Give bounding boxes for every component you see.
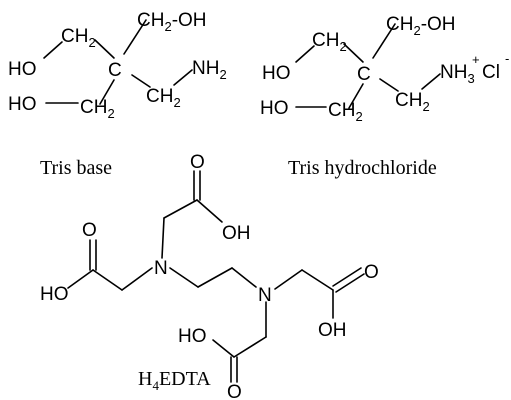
methylene-label: CH [395,90,422,111]
bond [231,267,257,288]
bond [169,267,199,288]
svg-text:CH2: CH2 [395,90,430,114]
bond [233,336,267,358]
bond [67,269,94,289]
bond [196,199,223,223]
methylene-label: CH [137,10,164,31]
methylene-label: CH [61,26,88,47]
central-carbon-label: C [357,64,371,85]
bond [343,43,364,63]
methylene-label: CH [386,14,413,35]
bond [173,69,193,86]
svg-text:NH2: NH2 [192,58,227,82]
hydroxyl-label: HO [8,94,37,115]
bond [121,267,153,291]
hydroxyl-label: OH [318,320,347,341]
h4edta-structure: O OH O HO N N O OH HO O [40,152,379,400]
svg-text:CH2: CH2 [146,86,181,110]
bond [92,269,123,291]
tris-base-structure: HO CH2 C CH2-OH NH2 CH2 HO CH2 [8,10,227,121]
bond [163,199,198,219]
bond [421,73,441,90]
bond [372,23,396,59]
methylene-label: CH [328,100,355,121]
amine-label: NH [192,58,219,79]
nitrogen-label: N [258,285,272,306]
svg-text:HO: HO [262,63,291,84]
svg-text:C: C [357,64,371,85]
svg-text:NH3: NH3 [440,62,475,86]
carbonyl-oxygen-label: O [227,382,242,400]
hydroxyl-label: HO [260,98,289,119]
bond [212,339,235,358]
hydroxyl-label: HO [262,63,291,84]
ammonium-label: NH [440,62,467,83]
bond [99,79,115,105]
bond [123,19,147,55]
central-carbon-label: C [108,60,122,81]
chloride-label: Cl [482,62,500,83]
svg-text:CH2-OH: CH2-OH [386,14,456,38]
bond [161,217,165,259]
positive-charge-label: + [472,52,480,67]
svg-text:Cl: Cl [482,62,500,83]
negative-charge-label: - [505,51,509,66]
svg-text:HO: HO [260,98,289,119]
bond [94,39,115,59]
bond [274,269,303,290]
hydroxyl-label: HO [8,59,37,80]
svg-text:CH2: CH2 [312,30,347,54]
svg-text:CH2-OH: CH2-OH [137,10,207,34]
tris-hydrochloride-caption: Tris hydrochloride [288,157,437,179]
svg-text:CH2: CH2 [328,100,363,124]
bond [332,267,362,287]
bond [335,273,365,293]
bond [295,45,315,63]
bond [43,41,63,59]
svg-text:HO: HO [8,94,37,115]
svg-text:C: C [108,60,122,81]
carbonyl-oxygen-label: O [364,262,379,283]
nitrogen-label: N [154,258,168,279]
hydroxyl-label: HO [178,326,207,347]
bond [379,78,399,92]
carbonyl-oxygen-label: O [190,152,205,173]
svg-text:CH2: CH2 [80,97,115,121]
bond [301,269,334,291]
methylene-label: CH [146,86,173,107]
svg-text:HO: HO [8,59,37,80]
bond [348,83,364,109]
methylene-label: CH [312,30,339,51]
h4edta-caption: H4EDTA [138,368,211,393]
bond [131,74,151,88]
hydroxyl-label: HO [40,284,69,305]
carbonyl-oxygen-label: O [82,220,97,241]
tris-base-caption: Tris base [40,157,112,179]
hydroxyl-label: OH [222,223,251,244]
tris-hydrochloride-structure: HO CH2 C CH2-OH NH3 + Cl - CH2 HO CH2 [260,14,509,124]
methylene-label: CH [80,97,107,118]
svg-text:CH2: CH2 [61,26,96,50]
bond [197,267,233,288]
